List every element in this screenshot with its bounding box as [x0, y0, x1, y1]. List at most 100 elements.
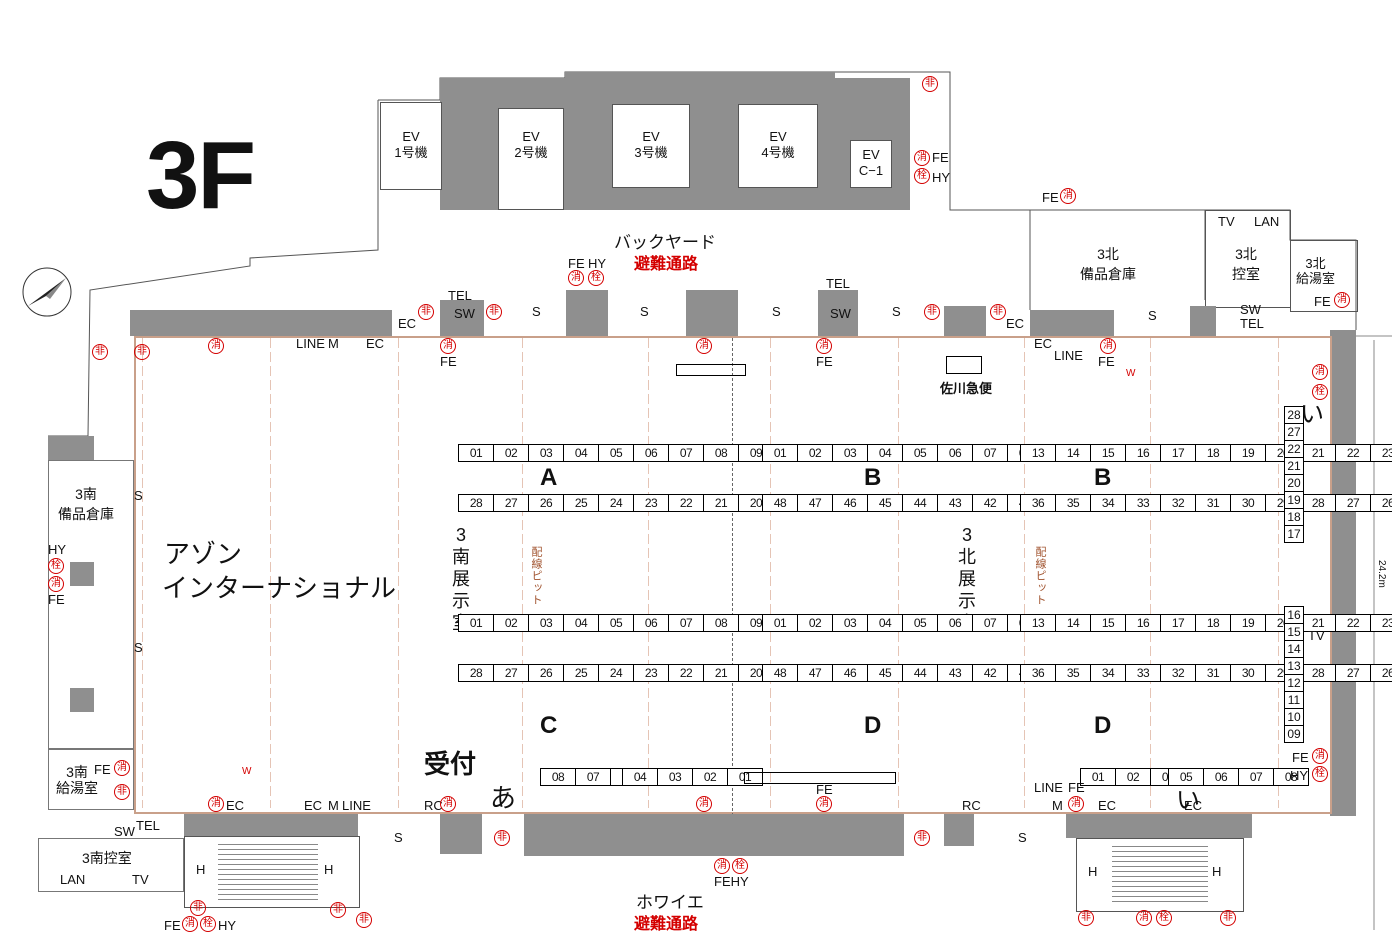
ec-label: EC — [1006, 316, 1025, 331]
fe-label: FE — [1042, 190, 1059, 205]
south-wall-1 — [184, 814, 358, 836]
booth-number: 08 — [541, 769, 576, 785]
booth-number: 18 — [1285, 509, 1303, 526]
rc-label: RC — [424, 798, 443, 813]
booth-number: 22 — [1336, 615, 1371, 631]
booth-number: 21 — [704, 665, 739, 681]
booth-number: 06 — [1204, 769, 1239, 785]
elevator-3-sub: 3号機 — [634, 145, 668, 160]
north-kitchen-room — [1290, 240, 1358, 312]
h-label: H — [1088, 864, 1098, 879]
zone-c: C — [540, 712, 558, 739]
booth-number: 47 — [798, 495, 833, 511]
hy-label: HY — [588, 256, 607, 271]
foyer-route-label: 避難通路 — [634, 916, 699, 933]
booth-number: 12 — [1285, 675, 1303, 692]
marker-a: あ — [490, 783, 517, 813]
extinguisher-icon: 消 — [208, 796, 224, 812]
h-label: H — [1212, 864, 1222, 879]
south-control-label: 3南控室 — [82, 850, 132, 866]
booth-number: 45 — [868, 665, 903, 681]
booth-number: 32 — [1161, 665, 1196, 681]
s-label: S — [1148, 308, 1157, 323]
stairs-steps-west — [218, 840, 318, 900]
booth-number: 36 — [1021, 665, 1056, 681]
hy-label: HY — [218, 918, 237, 933]
west-wall-top — [48, 436, 94, 460]
fe-label: FE — [164, 918, 181, 933]
elevator-1-sub: 1号機 — [394, 145, 428, 160]
fe-label: FE — [1098, 354, 1115, 369]
grid-line — [648, 338, 649, 808]
booth-number: 08 — [704, 445, 739, 461]
booth-number: 07 — [973, 445, 1008, 461]
line-label: LINE — [1034, 780, 1063, 795]
fe-label: FE — [816, 354, 833, 369]
booth-number: 34 — [1091, 665, 1126, 681]
s-label: S — [772, 304, 781, 319]
hydrant-icon: 栓 — [1156, 910, 1172, 926]
grid-line — [1150, 338, 1151, 808]
booth-number: 35 — [1056, 665, 1091, 681]
extinguisher-icon: 消 — [440, 796, 456, 812]
hy-label: HY — [932, 170, 951, 185]
booth-number: 23 — [1371, 615, 1392, 631]
extinguisher-icon: 消 — [1136, 910, 1152, 926]
dimension-label: 24.2m — [1376, 560, 1387, 588]
south-wall-pillar-1 — [440, 814, 482, 854]
elevator-4-label: EV — [769, 129, 787, 144]
booth-number: 24 — [599, 665, 634, 681]
booth-number: 01 — [459, 615, 494, 631]
booth-number: 35 — [1056, 495, 1091, 511]
elevator-4-sub: 4号機 — [761, 145, 795, 160]
emergency-exit-icon: 非 — [924, 304, 940, 320]
sw-label: SW — [1240, 302, 1261, 317]
line-label: LINE — [296, 336, 325, 351]
north-storage-label: 3北 備品倉庫 — [1080, 246, 1136, 282]
grid-line — [770, 338, 771, 808]
emergency-exit-icon: 非 — [990, 304, 1006, 320]
booth-number: 30 — [1231, 665, 1266, 681]
extinguisher-icon: 消 — [440, 338, 456, 354]
wiring-pit-label-1: 配線ピット — [530, 546, 542, 606]
booth-number: 44 — [903, 665, 938, 681]
s-label: S — [892, 304, 901, 319]
extinguisher-icon: 消 — [696, 796, 712, 812]
booth-number: 04 — [564, 445, 599, 461]
fe-label: FE — [932, 150, 949, 165]
fe-label: FE — [94, 762, 111, 777]
booth-number: 27 — [1285, 424, 1303, 441]
elevator-3-label: EV — [642, 129, 660, 144]
booth-number: 02 — [494, 445, 529, 461]
extinguisher-icon: 消 — [1312, 364, 1328, 380]
booth-number: 15 — [1091, 615, 1126, 631]
ec-label: EC — [1184, 798, 1203, 813]
booth-number: 23 — [634, 495, 669, 511]
fe-label: FE — [48, 592, 65, 607]
fe-label: FE — [816, 782, 833, 797]
grid-line — [270, 338, 271, 808]
booth-number: 07 — [576, 769, 611, 785]
emergency-exit-icon: 非 — [1078, 910, 1094, 926]
floor-label: 3F — [146, 122, 256, 229]
grid-line — [522, 338, 523, 808]
booth-number: 19 — [1231, 445, 1266, 461]
booth-number: 04 — [868, 445, 903, 461]
booth-number: 18 — [1196, 445, 1231, 461]
exhibitor-name-line1: アゾン — [164, 540, 243, 570]
booth-number: 02 — [494, 615, 529, 631]
stairs-steps-east — [1112, 842, 1208, 906]
grid-line — [142, 338, 143, 808]
elevator-3: EV 3号機 — [612, 104, 690, 188]
booth-number: 32 — [1161, 495, 1196, 511]
booth-number: 17 — [1287, 527, 1301, 541]
reception-label: 受付 — [424, 749, 477, 779]
booth-number: 21 — [1285, 458, 1303, 475]
booth-number: 31 — [1196, 495, 1231, 511]
booth-number: 27 — [494, 665, 529, 681]
booth-number: 43 — [938, 665, 973, 681]
booth-number: 48 — [763, 495, 798, 511]
booth-number: 03 — [833, 445, 868, 461]
